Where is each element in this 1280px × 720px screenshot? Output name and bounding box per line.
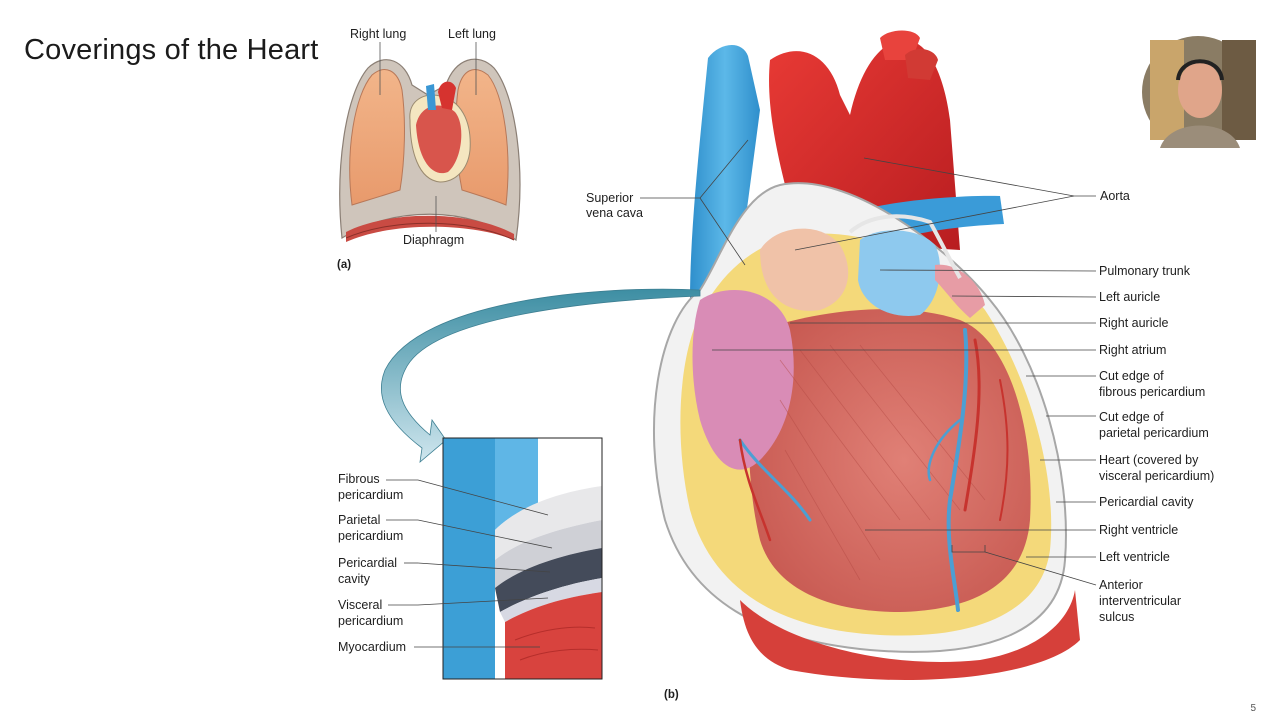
label-left-auricle: Left auricle — [1099, 290, 1161, 304]
label-left-ventricle: Left ventricle — [1099, 550, 1170, 564]
thorax-illustration — [339, 58, 521, 242]
inset-label-visceral-line2: pericardium — [338, 614, 404, 628]
page-number: 5 — [1250, 703, 1256, 714]
label-parietal-cut-line1: Cut edge of — [1099, 410, 1164, 424]
inset-label-visceral-line1: Visceral — [338, 598, 383, 612]
panel-a-tag: (a) — [337, 259, 352, 271]
label-svc-line1: Superior — [586, 191, 634, 205]
inset-label-cavity-line2: cavity — [338, 572, 370, 586]
presenter-webcam — [1142, 36, 1256, 148]
label-aiv-line1: Anterior — [1099, 578, 1143, 592]
label-aorta: Aorta — [1100, 189, 1130, 203]
inset-leader-lines — [386, 479, 553, 648]
inset-label-fibrous-line1: Fibrous — [338, 472, 380, 486]
label-aiv-line3: sulcus — [1099, 610, 1135, 624]
inset-label-cavity-line1: Pericardial — [338, 556, 398, 570]
inset-label-fibrous-line2: pericardium — [338, 488, 404, 502]
label-right-lung: Right lung — [350, 27, 407, 41]
label-heart-line2: visceral pericardium) — [1099, 469, 1215, 483]
leader-lines — [640, 139, 1097, 586]
label-aiv-line2: interventricular — [1099, 594, 1181, 608]
inset-label-myocardium: Myocardium — [338, 640, 407, 654]
label-svc-line2: vena cava — [586, 206, 643, 220]
label-fibrous-cut-line1: Cut edge of — [1099, 369, 1164, 383]
label-pulmonary-trunk: Pulmonary trunk — [1099, 264, 1191, 278]
label-fibrous-cut-line2: fibrous pericardium — [1099, 385, 1206, 399]
label-diaphragm: Diaphragm — [403, 233, 465, 247]
slide-title: Coverings of the Heart — [24, 34, 319, 66]
label-right-ventricle: Right ventricle — [1099, 523, 1179, 537]
label-left-lung: Left lung — [448, 27, 496, 41]
label-right-auricle: Right auricle — [1099, 316, 1169, 330]
label-parietal-cut-line2: parietal pericardium — [1099, 426, 1209, 440]
label-right-atrium: Right atrium — [1099, 343, 1167, 357]
heart-illustration — [652, 30, 1080, 680]
panel-b-tag: (b) — [664, 689, 679, 701]
label-pericardial-cavity: Pericardial cavity — [1099, 495, 1194, 509]
inset-label-parietal-line1: Parietal — [338, 513, 381, 527]
inset-label-parietal-line2: pericardium — [338, 529, 404, 543]
label-heart-line1: Heart (covered by — [1099, 453, 1199, 467]
pericardium-layers-inset — [442, 437, 603, 680]
zoom-arrow — [381, 288, 701, 463]
